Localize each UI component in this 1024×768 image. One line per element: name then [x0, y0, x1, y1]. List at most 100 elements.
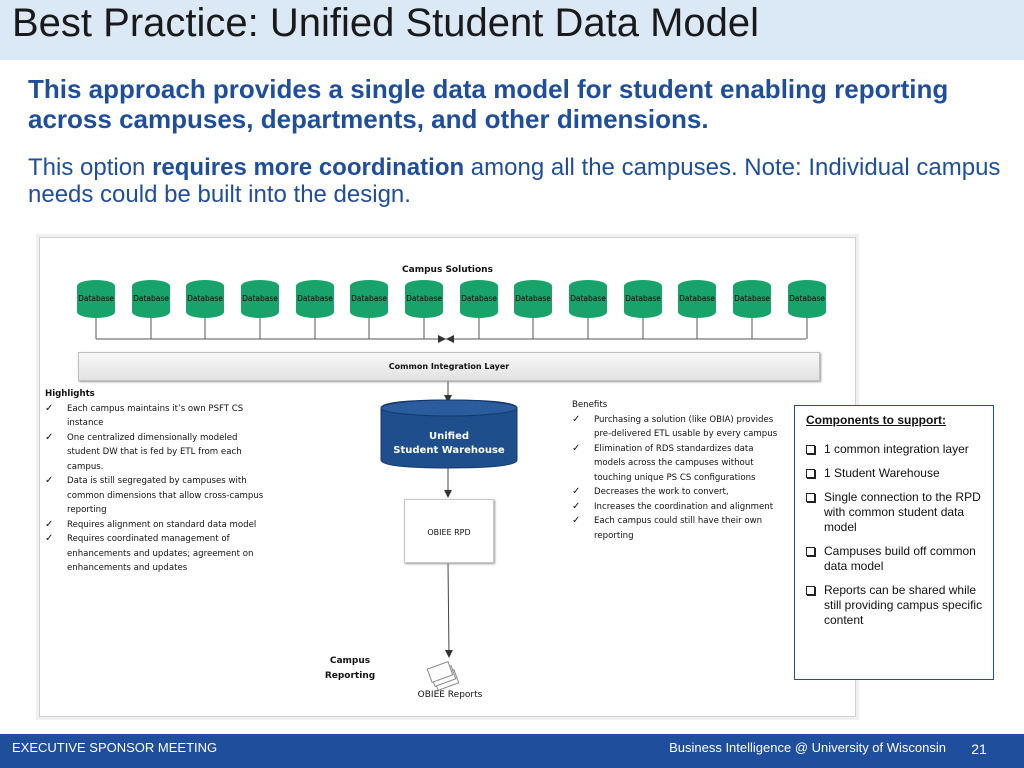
- database-icon: Database: [788, 280, 826, 318]
- diagram-connectors: [95, 318, 808, 691]
- list-item: ✓ Data is still segregated by campuses wi…: [45, 474, 265, 518]
- database-icon: Database: [241, 280, 279, 318]
- list-item: Reports can be shared while still provid…: [806, 583, 990, 628]
- checkmark-icon: ✓: [572, 413, 581, 425]
- list-item: ✓ Each campus could still have their own …: [572, 514, 787, 543]
- database-label: Database: [242, 294, 278, 303]
- common-integration-layer: Common Integration Layer: [78, 352, 820, 381]
- database-icon: Database: [296, 280, 334, 318]
- list-item: ✓Requires coordinated management of enha…: [45, 532, 265, 576]
- checkmark-icon: ✓: [45, 431, 54, 443]
- list-item: ✓ One centralized dimensionally modeled s…: [45, 431, 265, 475]
- obiee-reports-label: OBIEE Reports: [417, 690, 483, 700]
- component-text: Reports can be shared while still provid…: [824, 583, 983, 627]
- highlights-heading: Highlights: [45, 389, 95, 399]
- checkmark-icon: ✓: [45, 402, 54, 414]
- benefits-list: Benefits ✓ Purchasing a solution (like OB…: [572, 398, 787, 543]
- checkmark-icon: ✓: [572, 442, 581, 454]
- database-label: Database: [679, 294, 715, 303]
- title-bar: Best Practice: Unified Student Data Mode…: [0, 0, 1024, 60]
- lead-statement: This approach provides a single data mod…: [28, 74, 949, 134]
- checkbox-bullet-icon: [806, 445, 815, 454]
- coordination-note: This option requires more coordination a…: [28, 154, 1008, 208]
- database-icon: Database: [460, 280, 498, 318]
- highlight-text: Each campus maintains it’s own PSFT CS i…: [67, 403, 244, 429]
- database-label: Database: [351, 294, 387, 303]
- list-item: Single connection to the RPD with common…: [806, 490, 990, 535]
- database-label: Database: [734, 294, 770, 303]
- obiee-rpd-box: OBIEE RPD: [404, 499, 494, 563]
- highlight-text: Data is still segregated by campuses wit…: [67, 476, 264, 515]
- checkmark-icon: ✓: [572, 486, 581, 497]
- components-heading: Components to support:: [806, 413, 946, 427]
- database-label: Database: [625, 294, 661, 303]
- database-label: Database: [515, 294, 551, 303]
- checkmark-icon: ✓: [45, 475, 54, 486]
- checkmark-icon: ✓: [572, 500, 581, 512]
- architecture-diagram: Campus Solutions Database Database Datab…: [39, 237, 856, 717]
- checkmark-icon: ✓: [572, 515, 581, 526]
- list-item: ✓ Increases the coordination and alignmen…: [572, 500, 787, 515]
- database-icon: Database: [132, 280, 170, 318]
- benefit-text: Purchasing a solution (like OBIA) provid…: [594, 414, 778, 440]
- coordination-note-start: This option: [28, 154, 153, 181]
- checkbox-bullet-icon: [806, 547, 815, 556]
- database-label: Database: [297, 294, 333, 303]
- page-number: 21: [971, 741, 987, 757]
- highlight-text: One centralized dimensionally modeled st…: [67, 432, 242, 472]
- list-item: 1 Student Warehouse: [806, 466, 990, 481]
- database-label: Database: [406, 294, 442, 303]
- coordination-note-end: among all the campuses. Note: Individual…: [28, 154, 1001, 208]
- components-box: Components to support: 1 common integrat…: [794, 405, 994, 680]
- list-item: ✓ Purchasing a solution (like OBIA) provi…: [572, 413, 787, 442]
- checkbox-bullet-icon: [806, 469, 815, 478]
- benefit-text: Elimination of RDS standardizes data mod…: [594, 443, 756, 483]
- component-text: Single connection to the RPD with common…: [824, 490, 981, 534]
- obiee-rpd-label: OBIEE RPD: [427, 528, 471, 537]
- database-icon: Database: [77, 280, 115, 318]
- benefit-text: Each campus could still have their own r…: [594, 516, 763, 541]
- rpd-to-reports-arrow: [444, 561, 453, 658]
- database-label: Database: [461, 294, 497, 303]
- campus-reporting-line-1: Campus: [329, 656, 371, 666]
- coordination-note-emphasis: requires more coordination: [152, 154, 465, 181]
- campus-reporting-line-2: Reporting: [324, 671, 376, 681]
- database-connectors: [95, 318, 808, 339]
- database-icon: Database: [733, 280, 771, 318]
- database-icon: Database: [350, 280, 388, 318]
- database-label: Database: [78, 294, 114, 303]
- benefits-heading: Benefits: [572, 400, 608, 410]
- database-icon: Database: [569, 280, 607, 318]
- reports-document-icon: [426, 661, 460, 691]
- database-label: Database: [789, 294, 825, 303]
- database-icon: Database: [405, 280, 443, 318]
- common-integration-layer-label: Common Integration Layer: [388, 362, 510, 371]
- list-item: Campuses build off common data model: [806, 544, 990, 574]
- component-text: 1 common integration layer: [824, 442, 969, 456]
- warehouse-line-2: Student Warehouse: [393, 445, 505, 456]
- component-text: Campuses build off common data model: [824, 544, 976, 573]
- slide-title: Best Practice: Unified Student Data Mode…: [12, 1, 760, 45]
- database-label: Database: [570, 294, 606, 303]
- database-icon: Database: [624, 280, 662, 318]
- list-item: ✓ Requires alignment on standard data mod…: [45, 518, 265, 533]
- checkmark-icon: ✓: [45, 518, 54, 530]
- benefit-text: Decreases the work to convert,: [594, 487, 729, 497]
- warehouse-line-1: Unified: [428, 431, 470, 442]
- checkmark-icon: ✓: [45, 533, 54, 544]
- footer-organization: Business Intelligence @ University of Wi…: [669, 740, 946, 755]
- highlights-list: Highlights ✓ Each campus maintains it’s o…: [45, 387, 265, 576]
- campus-solutions-label: Campus Solutions: [402, 265, 493, 275]
- database-label: Database: [133, 294, 169, 303]
- checkbox-bullet-icon: [806, 493, 815, 502]
- components-list: 1 common integration layer 1 Student War…: [806, 442, 990, 637]
- database-icon: Database: [514, 280, 552, 318]
- benefit-text: Increases the coordination and alignment: [594, 501, 774, 512]
- component-text: 1 Student Warehouse: [824, 466, 940, 480]
- list-item: ✓ Elimination of RDS standardizes data mo…: [572, 442, 787, 486]
- highlight-text: Requires alignment on standard data mode…: [67, 519, 257, 530]
- database-icon: Database: [678, 280, 716, 318]
- database-icon: Database: [186, 280, 224, 318]
